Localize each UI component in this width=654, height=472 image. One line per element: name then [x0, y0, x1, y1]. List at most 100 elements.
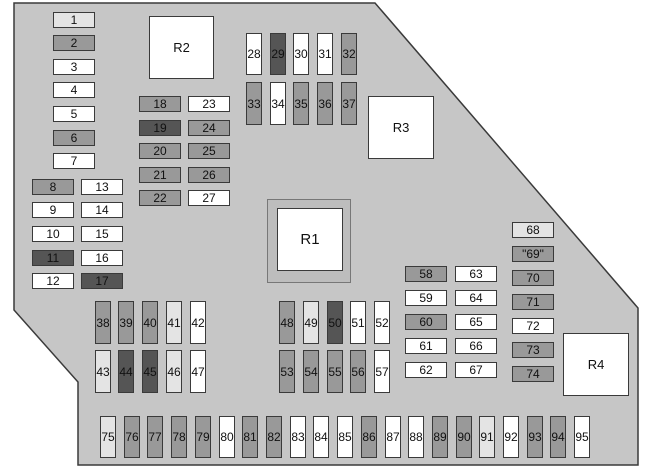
fuse-40: 40: [142, 301, 158, 344]
fuse-24: 24: [188, 120, 230, 136]
fuse-37: 37: [341, 82, 357, 125]
fuse-50: 50: [327, 301, 343, 344]
fuse-11: 11: [32, 250, 74, 266]
fuse-57: 57: [374, 350, 390, 393]
fuse-62: 62: [405, 362, 447, 378]
fuse-20: 20: [139, 143, 181, 159]
fuse-2: 2: [53, 35, 95, 51]
fuse-66: 66: [455, 338, 497, 354]
relay-r2: R2: [149, 16, 214, 79]
fuse-8: 8: [32, 179, 74, 195]
fuse-33: 33: [246, 82, 262, 125]
fuse-31: 31: [317, 33, 333, 75]
fuse-32: 32: [341, 33, 357, 75]
fuse-4: 4: [53, 82, 95, 98]
fuse-83: 83: [290, 416, 306, 458]
fuse-67: 67: [455, 362, 497, 378]
fuse-69: "69": [512, 246, 554, 262]
fuse-82: 82: [266, 416, 282, 458]
fuse-23: 23: [188, 96, 230, 112]
fuse-5: 5: [53, 106, 95, 122]
fuse-54: 54: [303, 350, 319, 393]
fuse-44: 44: [118, 350, 134, 393]
fuse-75: 75: [100, 416, 116, 458]
fuse-14: 14: [81, 202, 123, 218]
fuse-46: 46: [166, 350, 182, 393]
fuse-28: 28: [246, 33, 262, 75]
fuse-17: 17: [81, 273, 123, 289]
fuse-58: 58: [405, 266, 447, 282]
fuse-51: 51: [350, 301, 366, 344]
fuse-65: 65: [455, 314, 497, 330]
fuse-41: 41: [166, 301, 182, 344]
fuse-76: 76: [124, 416, 140, 458]
fuse-52: 52: [374, 301, 390, 344]
fuse-38: 38: [95, 301, 111, 344]
fuse-7: 7: [53, 153, 95, 169]
fuse-35: 35: [293, 82, 309, 125]
fuse-94: 94: [550, 416, 566, 458]
fuse-74: 74: [512, 366, 554, 382]
fuse-70: 70: [512, 270, 554, 286]
fuse-78: 78: [171, 416, 187, 458]
fuse-26: 26: [188, 167, 230, 183]
fuse-71: 71: [512, 294, 554, 310]
fuse-34: 34: [270, 82, 286, 125]
fuse-93: 93: [527, 416, 543, 458]
fuse-95: 95: [574, 416, 590, 458]
fuse-1: 1: [53, 12, 95, 28]
fuse-39: 39: [118, 301, 134, 344]
fuse-42: 42: [190, 301, 206, 344]
fuse-53: 53: [279, 350, 295, 393]
fuse-89: 89: [432, 416, 448, 458]
fuse-60: 60: [405, 314, 447, 330]
fuse-22: 22: [139, 190, 181, 206]
fuse-29: 29: [270, 33, 286, 75]
fuse-27: 27: [188, 190, 230, 206]
fuse-47: 47: [190, 350, 206, 393]
fuse-85: 85: [337, 416, 353, 458]
fuse-12: 12: [32, 273, 74, 289]
fuse-49: 49: [303, 301, 319, 344]
fuse-16: 16: [81, 250, 123, 266]
fuse-10: 10: [32, 226, 74, 242]
relay-r3: R3: [368, 96, 434, 159]
fuse-90: 90: [456, 416, 472, 458]
fuse-86: 86: [361, 416, 377, 458]
fuse-81: 81: [242, 416, 258, 458]
fuse-21: 21: [139, 167, 181, 183]
fuse-87: 87: [385, 416, 401, 458]
fuse-84: 84: [313, 416, 329, 458]
fuse-36: 36: [317, 82, 333, 125]
fuse-9: 9: [32, 202, 74, 218]
fuse-64: 64: [455, 290, 497, 306]
fuse-73: 73: [512, 342, 554, 358]
fuse-63: 63: [455, 266, 497, 282]
fuse-48: 48: [279, 301, 295, 344]
fuse-88: 88: [408, 416, 424, 458]
fuse-80: 80: [219, 416, 235, 458]
fuse-56: 56: [350, 350, 366, 393]
fuse-30: 30: [293, 33, 309, 75]
fuse-79: 79: [195, 416, 211, 458]
fuse-77: 77: [147, 416, 163, 458]
fuse-18: 18: [139, 96, 181, 112]
relay-r4: R4: [563, 333, 629, 396]
fuse-61: 61: [405, 338, 447, 354]
fuse-15: 15: [81, 226, 123, 242]
fuse-92: 92: [503, 416, 519, 458]
fuse-25: 25: [188, 143, 230, 159]
fuse-55: 55: [327, 350, 343, 393]
fuse-6: 6: [53, 130, 95, 146]
fuse-13: 13: [81, 179, 123, 195]
fuse-91: 91: [479, 416, 495, 458]
fuse-19: 19: [139, 120, 181, 136]
fuse-59: 59: [405, 290, 447, 306]
fuse-72: 72: [512, 318, 554, 334]
fuse-43: 43: [95, 350, 111, 393]
relay-r1: R1: [277, 208, 343, 271]
fuse-45: 45: [142, 350, 158, 393]
fuse-3: 3: [53, 59, 95, 75]
fuse-68: 68: [512, 222, 554, 238]
